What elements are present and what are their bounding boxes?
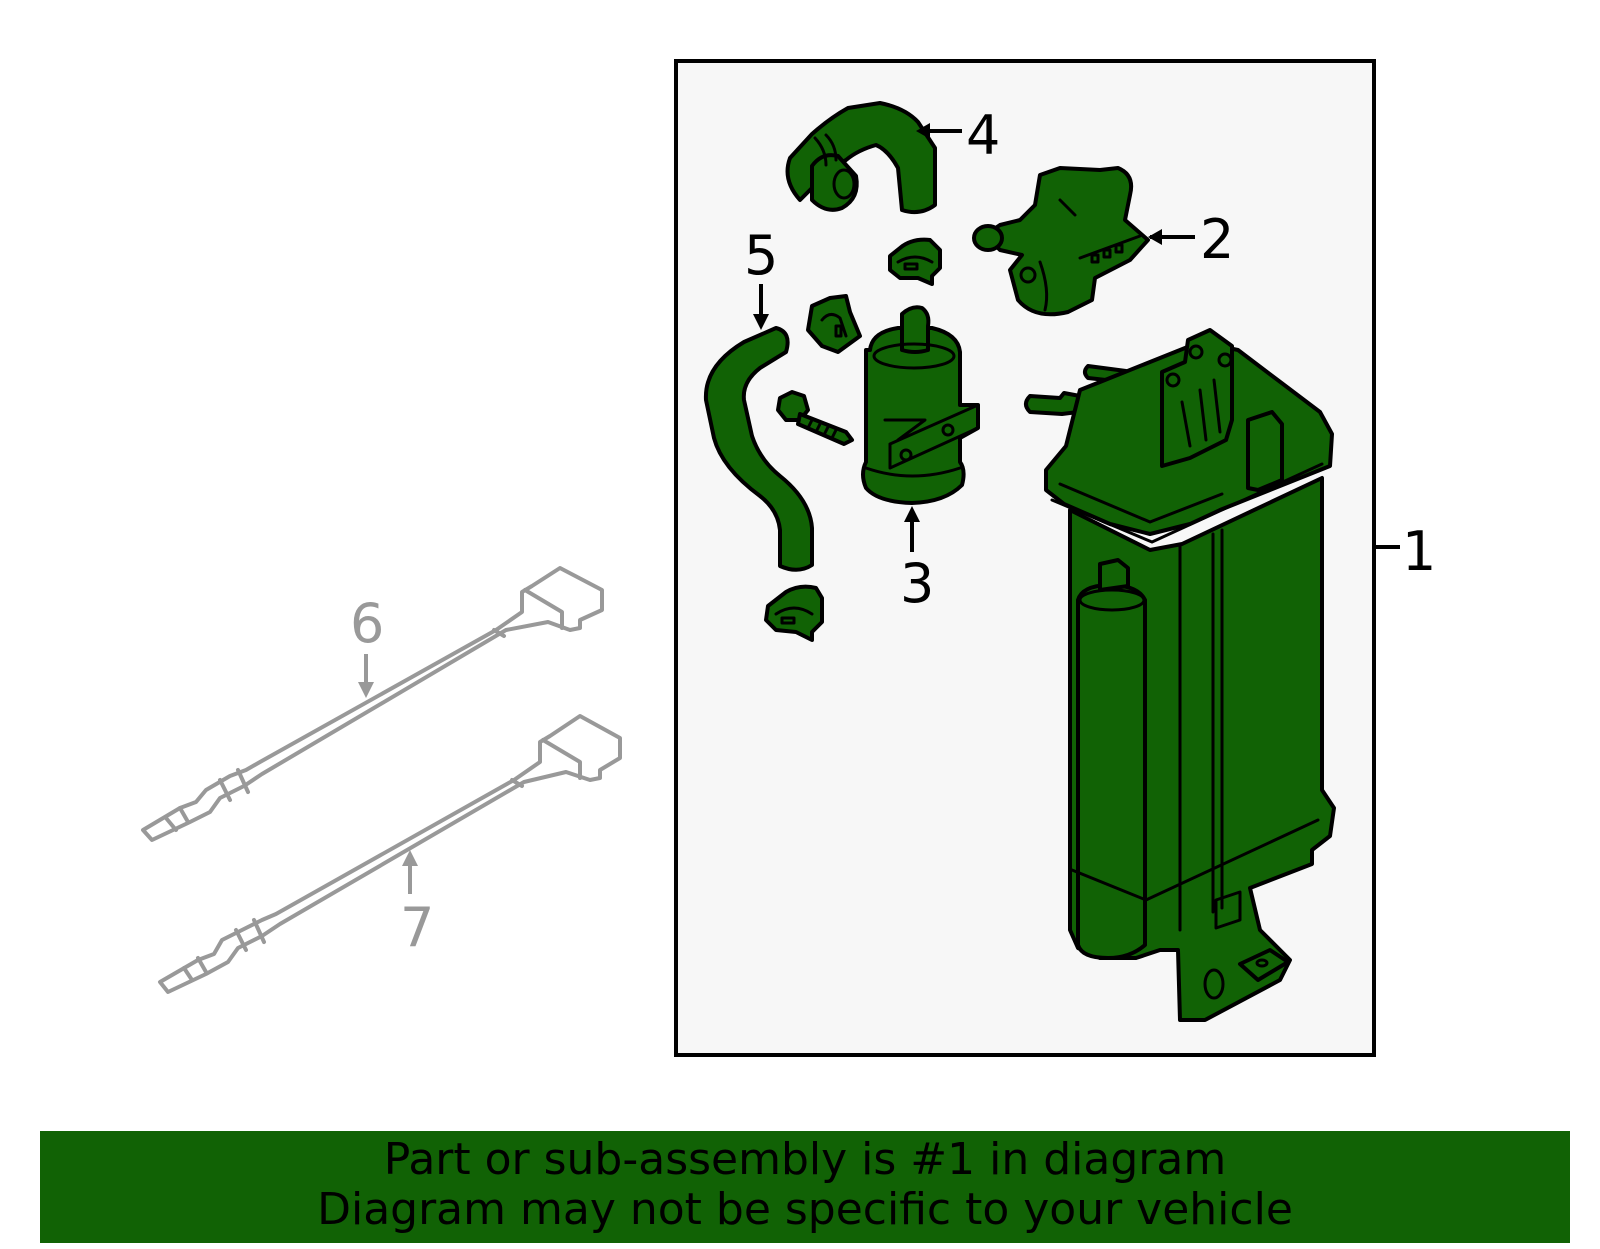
callout-7: 7 — [400, 850, 434, 959]
hose-clamp-icon[interactable] — [764, 584, 824, 642]
svg-text:2: 2 — [1200, 208, 1234, 271]
part-2-purge-valve-icon[interactable] — [972, 166, 1195, 317]
banner-line-1: Part or sub-assembly is #1 in diagram — [383, 1134, 1227, 1185]
part-3-filter-icon[interactable] — [861, 305, 980, 552]
svg-text:4: 4 — [966, 104, 1000, 167]
svg-text:7: 7 — [400, 896, 434, 959]
svg-text:5: 5 — [744, 224, 778, 287]
part-1-canister-icon[interactable] — [1024, 328, 1336, 1022]
callout-4: 4 — [916, 104, 1000, 167]
mounting-bolt-icon[interactable] — [776, 390, 854, 446]
part-7-oxygen-sensor-icon[interactable] — [158, 714, 622, 994]
callout-1: 1 — [1376, 520, 1436, 583]
callout-3: 3 — [900, 552, 934, 615]
hose-clamp-icon[interactable] — [888, 237, 942, 286]
svg-text:3: 3 — [900, 552, 934, 615]
svg-text:1: 1 — [1402, 520, 1436, 583]
disclaimer-banner: Part or sub-assembly is #1 in diagram Di… — [40, 1131, 1570, 1243]
hose-clamp-icon[interactable] — [806, 294, 862, 354]
banner-line-2: Diagram may not be specific to your vehi… — [317, 1184, 1293, 1235]
callout-2: 2 — [1200, 208, 1234, 271]
callout-6: 6 — [350, 592, 384, 698]
svg-text:6: 6 — [350, 592, 384, 655]
part-5-purge-hose-icon[interactable] — [703, 326, 814, 572]
callout-5: 5 — [744, 224, 778, 330]
part-6-oxygen-sensor-icon[interactable] — [141, 566, 604, 842]
part-4-vent-hose-icon[interactable] — [785, 101, 937, 215]
